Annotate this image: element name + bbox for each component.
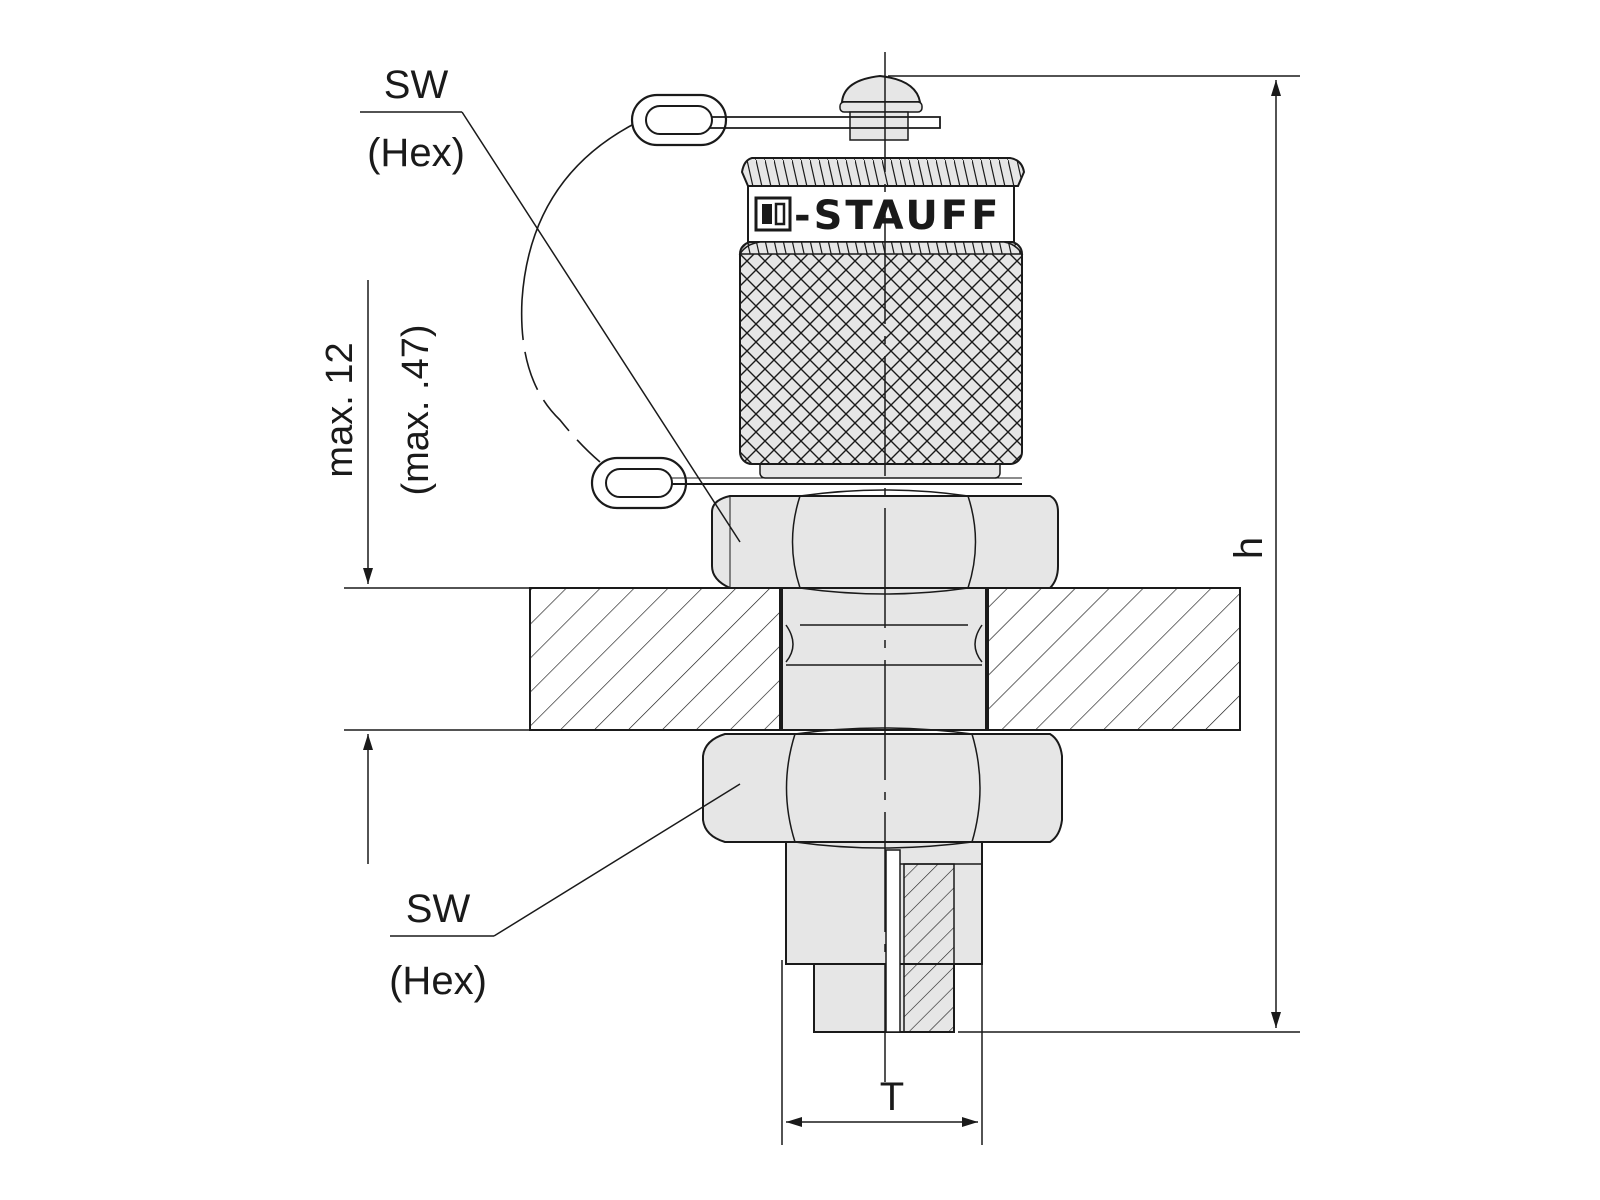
dimension-h: h	[888, 75, 1300, 1033]
panel-thickness-in: (max. .47)	[395, 324, 437, 495]
dimension-t: T	[781, 960, 983, 1145]
bottom-stem	[785, 839, 983, 1033]
lower-hex-callout: SW (Hex)	[389, 783, 741, 1003]
cap-top-pin	[700, 74, 941, 141]
protective-cap	[738, 157, 1026, 465]
lower-hex-nut	[702, 727, 1063, 849]
upper-hex-callout: SW (Hex)	[360, 63, 741, 543]
upper-callout-sw: SW	[384, 63, 449, 107]
brand-name: -STAUFF	[794, 193, 1001, 239]
panel-thickness-mm: max. 12	[319, 342, 361, 477]
body-shank	[781, 587, 987, 731]
lower-callout-sw: SW	[406, 887, 471, 931]
thread-label: T	[880, 1075, 904, 1119]
stauff-logo-icon	[754, 196, 792, 232]
height-label: h	[1227, 537, 1271, 559]
upper-callout-hex: (Hex)	[367, 131, 465, 175]
dimension-panel-thickness: max. 12 (max. .47)	[319, 280, 530, 864]
brand-band: -STAUFF	[754, 193, 1001, 239]
retaining-chain	[520, 93, 728, 510]
lower-callout-hex: (Hex)	[389, 959, 487, 1003]
